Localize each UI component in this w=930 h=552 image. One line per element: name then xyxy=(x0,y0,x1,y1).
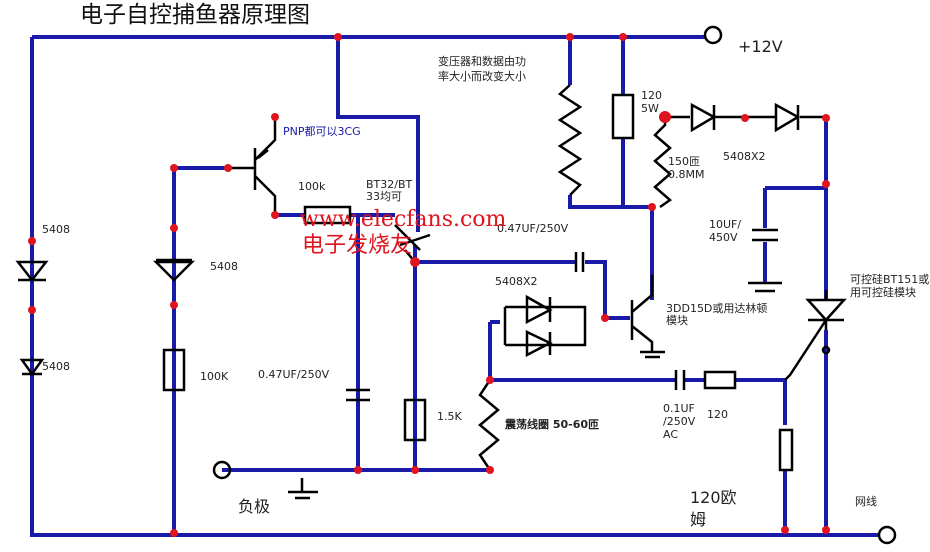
label-npn-2: 模块 xyxy=(666,314,688,327)
label-cap-047-top: 0.47UF/250V xyxy=(497,222,569,235)
label-transformer-1: 变压器和数据由功 xyxy=(438,54,526,68)
label-cap-01-2: /250V xyxy=(663,415,696,428)
coil-150-turns xyxy=(653,117,673,209)
capacitor-047-top xyxy=(574,252,585,272)
resistor-1-5k xyxy=(403,398,427,442)
label-diodes-mid: 5408X2 xyxy=(495,275,538,288)
label-scr-1: 可控硅BT151或 xyxy=(850,272,929,286)
diode-left-upper xyxy=(15,260,49,283)
label-120-ohm-1: 120欧 xyxy=(690,488,737,507)
negative-label: 负极 xyxy=(238,497,270,516)
net-label: 网线 xyxy=(855,494,877,508)
resistor-120 xyxy=(703,370,737,390)
label-cap-01-3: AC xyxy=(663,428,678,441)
net-terminal[interactable] xyxy=(877,525,897,545)
resistor-120-5w xyxy=(611,93,635,140)
junction-dots xyxy=(28,33,830,537)
label-1-5k: 1.5K xyxy=(437,410,462,423)
label-pnp: PNP都可以3CG xyxy=(283,125,361,138)
label-coil-150-2: 0.8MM xyxy=(668,168,704,181)
label-120-ohm-2: 姆 xyxy=(690,510,706,529)
transformer-winding xyxy=(557,84,583,196)
label-100k-top: 100k xyxy=(298,180,326,193)
oscillation-coil xyxy=(478,379,500,471)
label-100k-left: 100K xyxy=(200,370,229,383)
npn-transistor xyxy=(630,275,665,359)
diode-top-2 xyxy=(774,102,801,133)
label-diode-left-1: 5408 xyxy=(42,223,70,236)
diode-top-1 xyxy=(690,102,717,133)
label-bt-1: BT32/BT xyxy=(366,178,413,191)
label-cap-047-left: 0.47UF/250V xyxy=(258,368,330,381)
resistor-120-ohm xyxy=(778,428,794,472)
label-120-5w-1: 120 xyxy=(641,89,662,102)
resistor-100k xyxy=(303,205,352,225)
label-npn-1: 3DD15D或用达林顿 xyxy=(666,301,767,315)
label-diode-second: 5408 xyxy=(210,260,238,273)
ground-symbol-negative xyxy=(288,478,318,500)
pnp-transistor xyxy=(228,117,277,215)
label-osc-coil: 震荡线圈 50-60匝 xyxy=(504,417,599,431)
diagram-title: 电子自控捕鱼器原理图 xyxy=(80,2,310,28)
wires xyxy=(30,35,880,537)
plus-12v-terminal[interactable] xyxy=(703,25,723,45)
label-diode-left-2: 5408 xyxy=(42,360,70,373)
label-diodes-top: 5408X2 xyxy=(723,150,766,163)
label-transformer-2: 率大小而改变大小 xyxy=(438,69,526,83)
label-scr-2: 用可控硅模块 xyxy=(850,285,916,299)
capacitor-10uf xyxy=(748,228,782,293)
diode-second xyxy=(152,258,196,282)
diode-left-lower xyxy=(19,358,45,377)
scr-bt151 xyxy=(784,290,847,381)
watermark-name: 电子发烧友 xyxy=(302,233,412,258)
label-cap-10uf-1: 10UF/ xyxy=(709,218,741,231)
label-res-120: 120 xyxy=(707,408,728,421)
supply-label: +12V xyxy=(738,37,783,56)
negative-terminal[interactable] xyxy=(212,460,232,480)
label-cap-10uf-2: 450V xyxy=(709,231,738,244)
label-120-5w-2: 5W xyxy=(641,102,659,115)
label-bt-2: 33均可 xyxy=(366,190,402,203)
label-coil-150-1: 150匝 xyxy=(668,155,700,168)
diode-pair xyxy=(503,294,587,358)
resistor-100k-left xyxy=(162,348,186,392)
watermark-url: www.elecfans.com xyxy=(300,207,507,232)
capacitor-01uf xyxy=(674,370,686,390)
capacitor-047-left xyxy=(346,388,370,402)
label-cap-01-1: 0.1UF xyxy=(663,402,695,415)
